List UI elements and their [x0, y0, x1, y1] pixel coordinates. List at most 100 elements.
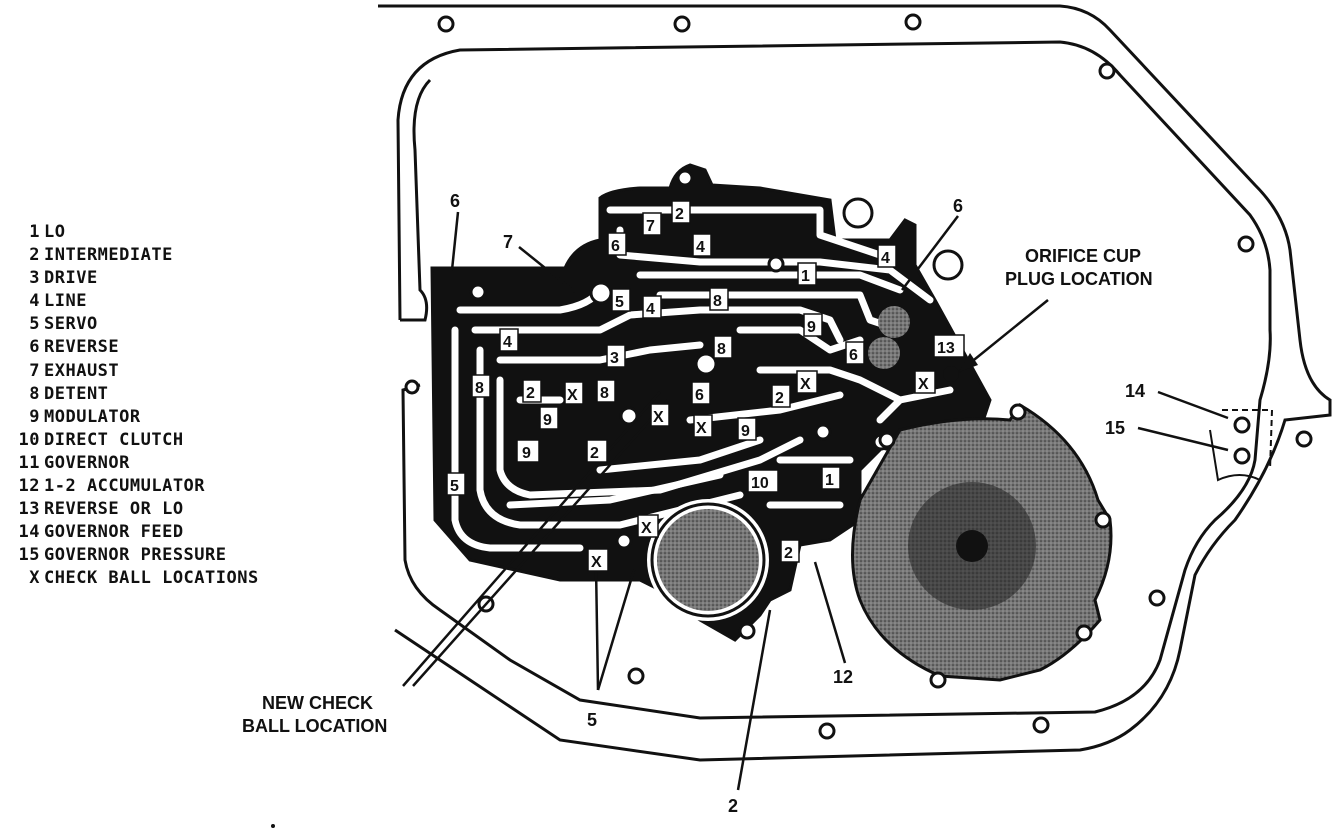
passage-label: 10	[747, 469, 779, 493]
svg-text:X: X	[641, 520, 652, 537]
gasket-tab	[400, 78, 432, 322]
callout-6-right: 6	[953, 196, 963, 216]
passage-label: 2	[771, 384, 791, 408]
passage-label: 9	[737, 417, 757, 441]
svg-text:2: 2	[526, 385, 535, 402]
svg-text:4: 4	[881, 250, 890, 267]
svg-text:13: 13	[937, 340, 955, 357]
svg-text:6: 6	[695, 387, 704, 404]
passage-label: 9	[803, 313, 823, 337]
passage-label: 8	[713, 335, 733, 359]
passage-label: 1	[797, 262, 817, 286]
passage-label: 8	[471, 374, 491, 398]
callout-12: 12	[833, 667, 853, 687]
orifice-callout-line1: ORIFICE CUP	[1025, 246, 1141, 266]
svg-text:X: X	[653, 409, 664, 426]
svg-text:2: 2	[590, 445, 599, 462]
svg-text:X: X	[591, 554, 602, 571]
passage-label: X	[914, 370, 936, 394]
svg-text:6: 6	[849, 347, 858, 364]
callout-6-left: 6	[450, 191, 460, 211]
passage-label: X	[564, 381, 584, 405]
valve-body	[430, 163, 992, 642]
passage-label: 4	[692, 233, 712, 257]
svg-text:2: 2	[775, 390, 784, 407]
svg-text:5: 5	[450, 478, 459, 495]
governor-ports	[1209, 409, 1274, 482]
passage-label: 2	[586, 439, 608, 463]
passage-label: 5	[611, 288, 631, 312]
passage-label: 4	[877, 244, 897, 268]
svg-text:X: X	[800, 376, 811, 393]
callout-15: 15	[1105, 418, 1125, 438]
svg-text:4: 4	[646, 301, 655, 318]
svg-text:5: 5	[615, 294, 624, 311]
callout-7: 7	[503, 232, 513, 252]
passage-label: 2	[522, 379, 542, 403]
svg-text:9: 9	[807, 319, 816, 336]
passage-label: 6	[607, 232, 627, 256]
svg-text:9: 9	[741, 423, 750, 440]
svg-text:2: 2	[784, 545, 793, 562]
orifice-callout-line2: PLUG LOCATION	[1005, 269, 1153, 289]
passage-label: 4	[642, 295, 662, 319]
callout-5-bottom: 5	[587, 710, 597, 730]
svg-text:7: 7	[646, 218, 655, 235]
svg-text:4: 4	[696, 239, 705, 256]
passage-channels	[451, 206, 954, 552]
svg-text:4: 4	[503, 334, 512, 351]
svg-text:3: 3	[610, 350, 619, 367]
passage-label: 9	[539, 406, 559, 430]
leader-lines	[402, 211, 1229, 791]
passage-label: 8	[709, 287, 729, 311]
passage-label: 2	[671, 200, 691, 224]
passage-label: X	[650, 403, 670, 427]
callout-14: 14	[1125, 381, 1145, 401]
callout-2-bottom: 2	[728, 796, 738, 816]
callout-labels: 6 7 6 ORIFICE CUP PLUG LOCATION 14 15 12…	[242, 191, 1153, 816]
svg-text:9: 9	[543, 412, 552, 429]
passage-label: 5	[446, 472, 466, 496]
svg-text:6: 6	[611, 238, 620, 255]
passage-label: 6	[691, 381, 711, 405]
svg-text:X: X	[918, 376, 929, 393]
passage-label: X	[693, 414, 713, 438]
case-outline	[378, 4, 1332, 762]
passage-label: X	[637, 514, 659, 538]
svg-text:X: X	[567, 387, 578, 404]
passage-label: 13	[933, 334, 965, 358]
svg-text:1: 1	[801, 268, 810, 285]
new-check-line1: NEW CHECK	[262, 693, 373, 713]
passage-labels: 7 2 4 6 4 1 4 5 4 8 9 3 8 6 13 8 2 X 8 9…	[446, 200, 965, 572]
orifice-cup-plug	[943, 366, 959, 382]
svg-text:X: X	[696, 420, 707, 437]
passage-label: X	[796, 370, 818, 394]
svg-text:8: 8	[713, 293, 722, 310]
svg-text:8: 8	[600, 385, 609, 402]
svg-text:8: 8	[475, 380, 484, 397]
svg-text:8: 8	[717, 341, 726, 358]
passage-label: 3	[606, 344, 626, 368]
case-inner-outline	[396, 40, 1272, 720]
servo-accumulator-areas	[647, 306, 1113, 689]
svg-text:1: 1	[825, 472, 834, 489]
perimeter-bolt-holes	[404, 13, 1313, 740]
passage-label: 7	[642, 212, 662, 236]
passage-label: 6	[845, 341, 865, 365]
passage-label: 2	[780, 539, 800, 563]
svg-text:2: 2	[675, 206, 684, 223]
